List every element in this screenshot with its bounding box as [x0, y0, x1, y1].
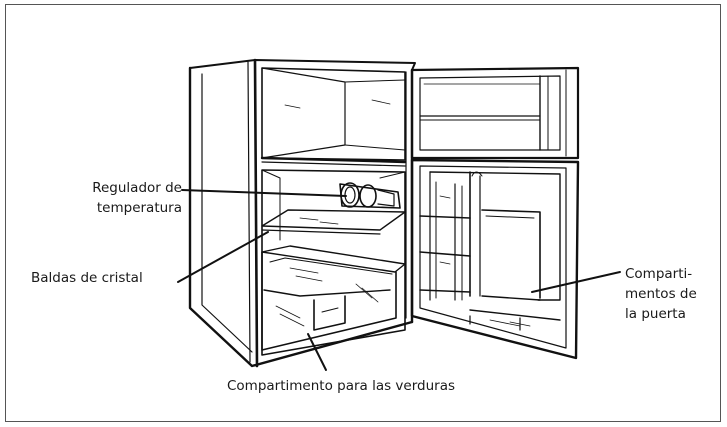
label-vegetable-drawer: Compartimento para las verduras: [227, 376, 455, 396]
label-line: la puerta: [625, 306, 686, 322]
diagram-frame: [5, 4, 721, 422]
label-line: Baldas de cristal: [31, 270, 143, 286]
leader-temperature-regulator: [181, 189, 347, 197]
label-line: temperatura: [96, 200, 182, 216]
leader-glass-shelves: [177, 231, 269, 283]
label-line: Comparti-: [625, 266, 693, 282]
label-line: Compartimento para las verduras: [227, 378, 456, 394]
temperature-regulator: [339, 182, 401, 209]
fridge-cabinet: [188, 58, 416, 368]
leader-vegetable-drawer: [307, 333, 327, 371]
label-line: Regulador de: [92, 180, 182, 196]
vegetable-drawer: [261, 245, 406, 351]
label-line: mentos de: [625, 286, 697, 302]
fridge-door: [410, 158, 580, 360]
leader-door-compartments: [531, 271, 621, 293]
glass-shelf: [261, 209, 406, 235]
label-glass-shelves: Baldas de cristal: [31, 268, 143, 288]
freezer-compartment: [260, 67, 407, 167]
label-temperature-regulator: Regulador de temperatura: [92, 178, 182, 218]
label-door-compartments: Comparti- mentos de la puerta: [625, 264, 697, 324]
leader-lines: [177, 189, 621, 371]
freezer-door: [410, 66, 580, 160]
